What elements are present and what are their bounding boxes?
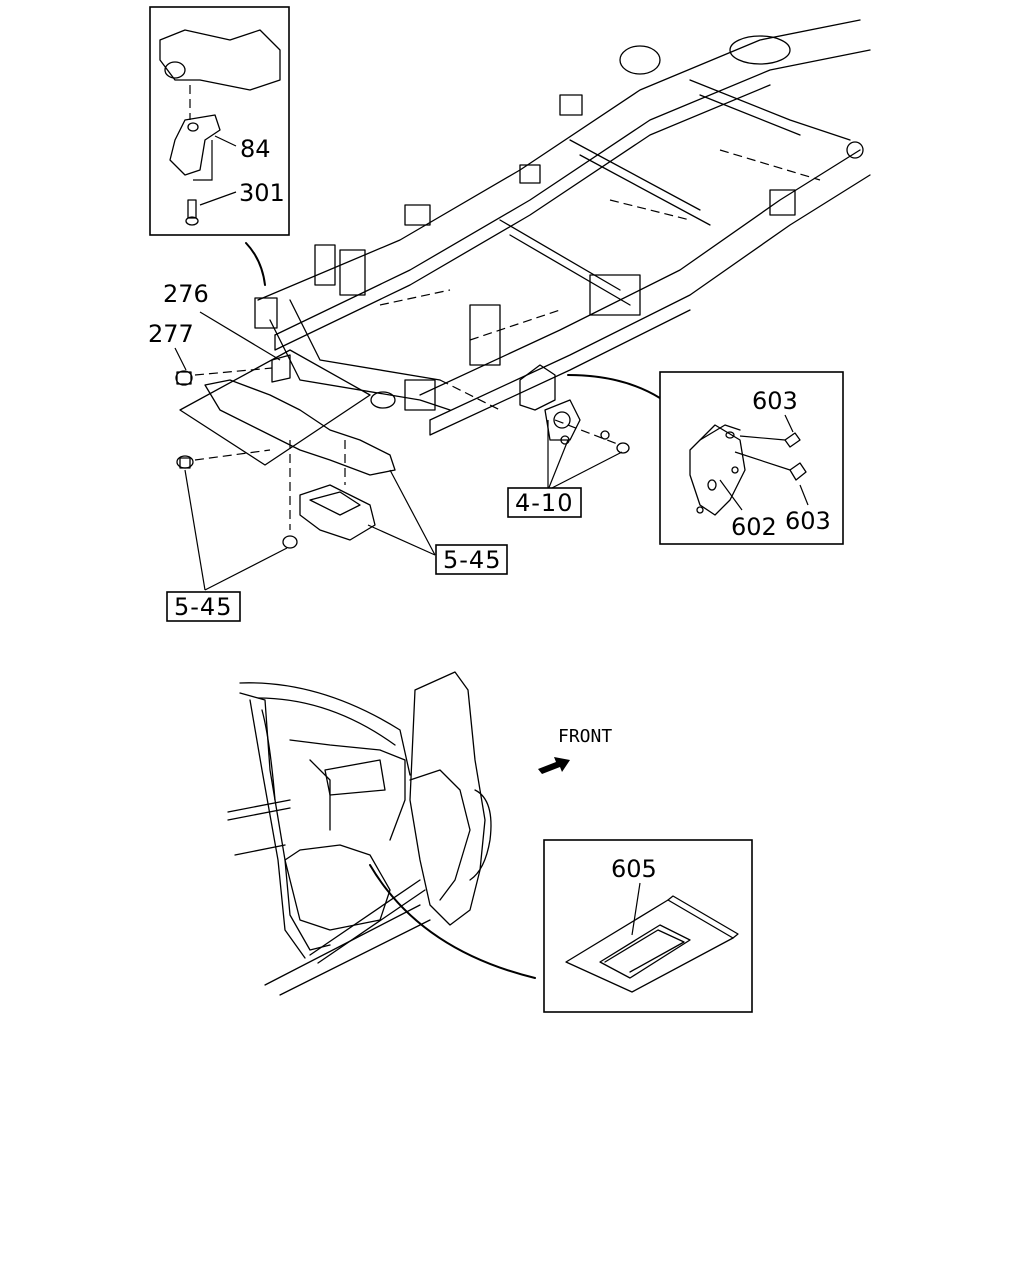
ref-label-5-45-right: 5-45 <box>443 546 501 574</box>
front-label: FRONT <box>558 726 612 747</box>
inset-shackle-detail: 84 301 <box>149 6 290 236</box>
chassis-frame <box>254 19 871 436</box>
part-label-603-bottom: 603 <box>785 507 831 535</box>
cab-interior-drawing <box>227 671 492 996</box>
part-label-605: 605 <box>611 855 657 883</box>
inset-label-detail: 605 <box>543 839 753 1013</box>
part-label-277: 277 <box>148 320 194 348</box>
part-label-301: 301 <box>239 179 285 207</box>
ref-box-4-10: 4-10 <box>507 487 582 518</box>
ref-label-4-10: 4-10 <box>515 489 573 517</box>
front-direction-indicator: FRONT <box>538 726 612 774</box>
front-arrow-icon <box>538 757 570 774</box>
ref-label-5-45-left: 5-45 <box>174 593 232 621</box>
part-label-276: 276 <box>163 280 209 308</box>
ref-box-5-45-left: 5-45 <box>166 591 241 622</box>
inset-bracket-detail: 603 603 602 <box>659 371 844 545</box>
ref-box-5-45-right: 5-45 <box>435 544 508 575</box>
callout-curve-bottom <box>369 864 536 979</box>
mount-bracket-group <box>439 364 630 491</box>
callout-curve-top <box>245 242 266 286</box>
skid-plate-assembly: 276 277 <box>148 280 436 591</box>
part-label-603-top: 603 <box>752 387 798 415</box>
part-label-84: 84 <box>240 135 271 163</box>
part-label-602: 602 <box>731 513 777 541</box>
